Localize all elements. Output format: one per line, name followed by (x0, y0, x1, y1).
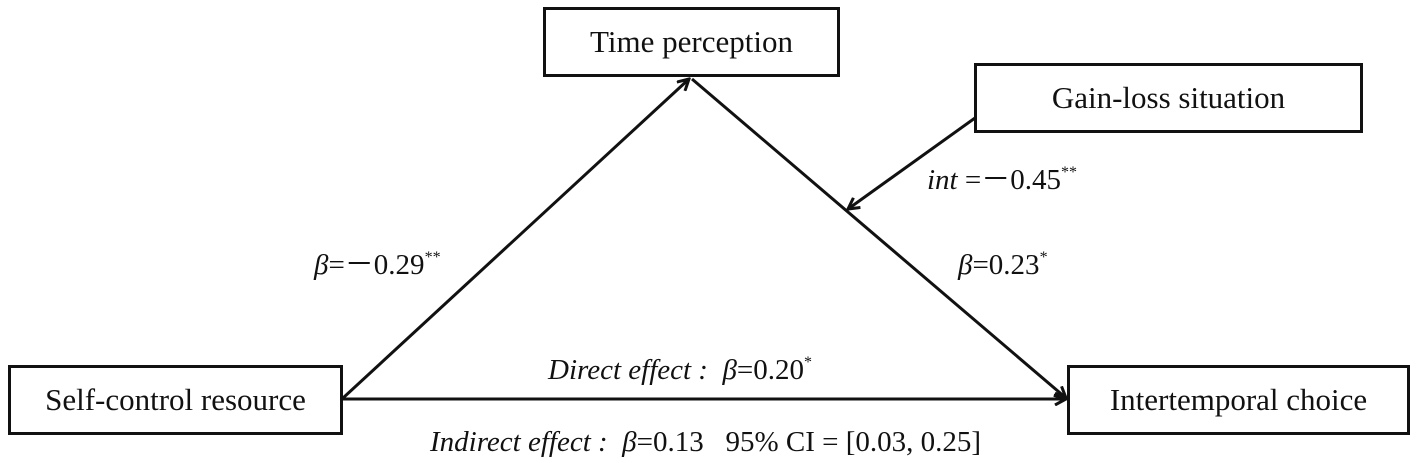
node-self-control-resource: Self-control resource (8, 365, 343, 435)
node-gain-loss-situation: Gain-loss situation (974, 63, 1363, 133)
label-indirect-effect: Indirect effect : β=0.13 95% CI = [0.03,… (430, 428, 981, 457)
arrow-b-path (691, 77, 1066, 398)
label-path-a: β=－0.29** (314, 250, 441, 280)
arrow-a-path (341, 79, 689, 400)
node-label: Intertemporal choice (1109, 382, 1368, 417)
confidence-interval: 95% CI = [0.03, 0.25] (725, 426, 982, 458)
indirect-prefix: Indirect effect : (430, 426, 608, 458)
node-label: Self-control resource (45, 382, 306, 417)
beta-symbol: β (958, 249, 973, 281)
beta-symbol: β (722, 354, 737, 386)
sig-stars: ** (424, 249, 441, 266)
sig-stars: * (804, 354, 813, 371)
node-time-perception: Time perception (543, 7, 840, 77)
coef-value: =－0.29 (328, 249, 425, 281)
arrow-moderation (848, 116, 976, 209)
beta-symbol: β (314, 249, 329, 281)
direct-prefix: Direct effect : (548, 354, 708, 386)
node-label: Time perception (590, 24, 793, 59)
label-direct-effect: Direct effect : β=0.20* (548, 355, 812, 385)
coef-value: =0.20 (736, 354, 805, 386)
label-path-b: β=0.23* (958, 250, 1048, 280)
label-moderation: int =－0.45** (927, 165, 1077, 195)
node-intertemporal-choice: Intertemporal choice (1067, 365, 1410, 435)
int-symbol: int (927, 164, 958, 196)
sig-stars: * (1039, 249, 1048, 266)
node-label: Gain-loss situation (1051, 80, 1286, 115)
coef-value: =0.23 (972, 249, 1040, 281)
beta-symbol: β (622, 426, 637, 458)
coef-value: =－0.45 (957, 164, 1061, 196)
coef-value: =0.13 (636, 426, 704, 458)
sig-stars: ** (1060, 164, 1077, 181)
